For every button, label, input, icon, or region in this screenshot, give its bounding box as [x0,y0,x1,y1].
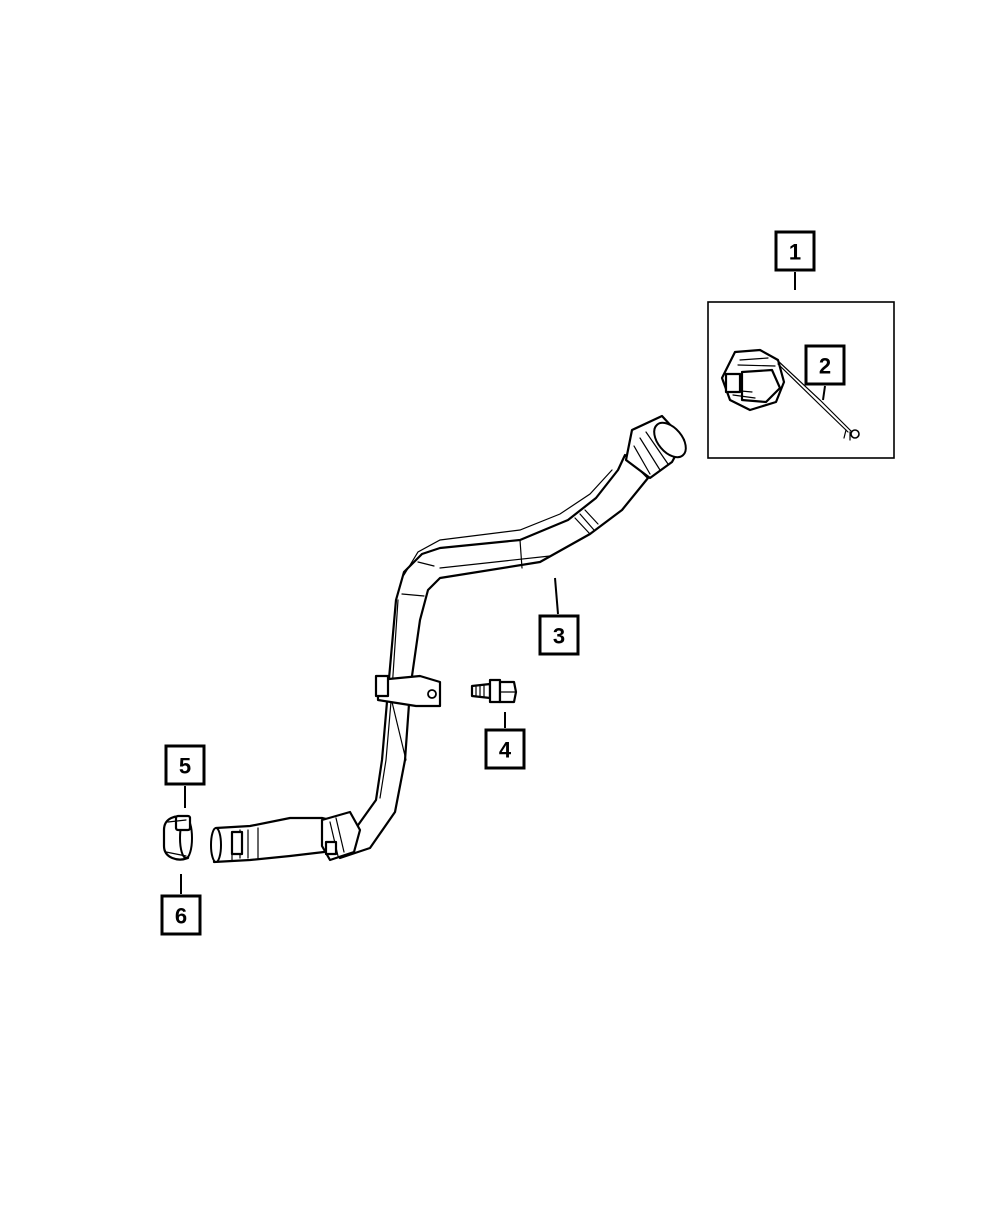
leader-2 [822,385,826,401]
hose-clamp [162,814,193,861]
fuel-filler-tube [210,414,687,864]
callout-5-label: 5 [179,754,191,779]
callout-2[interactable]: 2 [804,344,846,386]
callout-1-label: 1 [789,240,801,265]
callout-3[interactable]: 3 [538,614,580,656]
callout-4-label: 4 [499,738,512,763]
bolt [470,678,518,704]
callout-4[interactable]: 4 [484,728,526,770]
callout-6[interactable]: 6 [160,894,202,936]
callout-3-label: 3 [553,624,565,649]
callout-1[interactable]: 1 [774,230,816,272]
callout-6-label: 6 [175,904,187,929]
fuel-cap [720,348,786,412]
cap-tether [776,359,860,441]
fuel-cap-group-box [707,301,895,459]
callout-5[interactable]: 5 [164,744,206,786]
callout-2-label: 2 [819,354,831,379]
leader-3 [554,577,559,615]
